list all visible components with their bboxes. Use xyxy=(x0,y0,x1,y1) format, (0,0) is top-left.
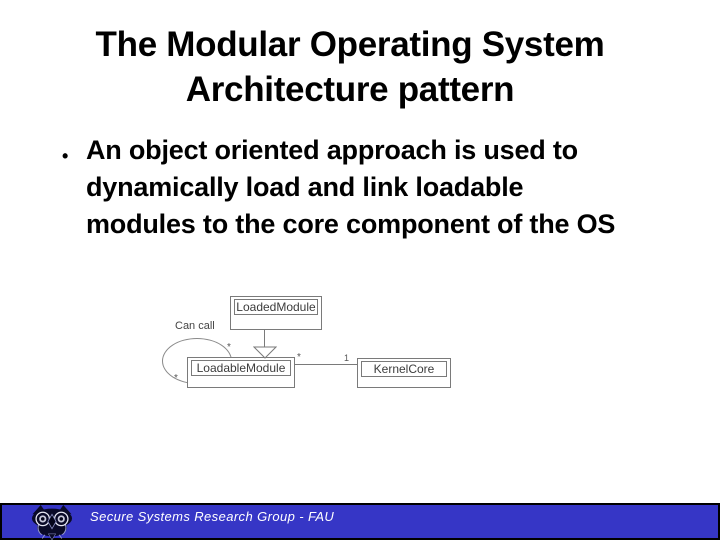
uml-class-name: LoadableModule xyxy=(191,360,291,376)
slide-title-line-2: Architecture pattern xyxy=(185,70,515,109)
bullet-line: An object oriented approach is used to xyxy=(86,135,578,165)
multiplicity-association-target: 1 xyxy=(344,353,350,363)
bullet-line: dynamically load and link loadable xyxy=(86,172,524,202)
uml-class-kernel-core: KernelCore xyxy=(357,358,451,388)
bullet-paragraph: An object oriented approach is used to d… xyxy=(86,132,686,243)
generalization-line xyxy=(264,330,265,347)
association-line xyxy=(295,364,357,365)
uml-class-name: KernelCore xyxy=(361,361,447,377)
multiplicity-association-source: * xyxy=(297,352,301,363)
self-association-label: Can call xyxy=(175,320,215,332)
generalization-arrow-icon xyxy=(253,346,277,359)
slide-title-line-1: The Modular Operating System xyxy=(95,25,605,64)
fau-owl-logo xyxy=(31,505,73,540)
multiplicity-loop-bottom: * xyxy=(174,373,178,384)
slide-title: The Modular Operating System Architectur… xyxy=(10,22,690,112)
footer-caption: Secure Systems Research Group - FAU xyxy=(90,509,335,524)
uml-class-loaded-module: LoadedModule xyxy=(230,296,322,330)
multiplicity-loop-top: * xyxy=(227,342,231,353)
uml-class-name: LoadedModule xyxy=(234,299,318,315)
uml-class-loadable-module: LoadableModule xyxy=(187,357,295,388)
bullet-line: modules to the core component of the OS xyxy=(86,209,616,239)
footer-bar xyxy=(0,503,720,540)
bullet-marker: • xyxy=(62,146,69,166)
